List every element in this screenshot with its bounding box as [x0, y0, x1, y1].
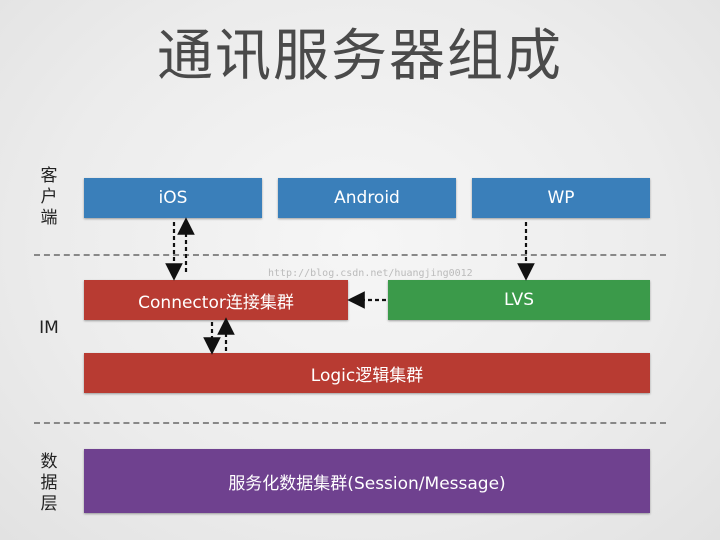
lvs-box: LVS	[388, 280, 650, 320]
ios-label: iOS	[158, 188, 188, 208]
wp-label: WP	[547, 188, 575, 208]
android-box: Android	[278, 178, 456, 218]
logic-label: Logic逻辑集群	[310, 365, 424, 386]
data-service-box: 服务化数据集群(Session/Message)	[84, 449, 650, 513]
layer-label-data: 数据层	[40, 452, 58, 514]
android-label: Android	[334, 188, 400, 208]
data-service-label: 服务化数据集群(Session/Message)	[228, 473, 506, 494]
ios-box: iOS	[84, 178, 262, 218]
connector-label: Connector连接集群	[138, 292, 294, 313]
lvs-label: LVS	[503, 290, 535, 310]
watermark: http://blog.csdn.net/huangjing0012	[268, 268, 473, 279]
wp-box: WP	[472, 178, 650, 218]
connector-box: Connector连接集群	[84, 280, 348, 320]
layer-label-client: 客户端	[40, 166, 58, 228]
layer-label-im: IM	[39, 318, 59, 338]
separator-im-data	[34, 422, 666, 424]
separator-client-im	[34, 254, 666, 256]
logic-box: Logic逻辑集群	[84, 353, 650, 393]
page-title: 通讯服务器组成	[157, 24, 563, 89]
